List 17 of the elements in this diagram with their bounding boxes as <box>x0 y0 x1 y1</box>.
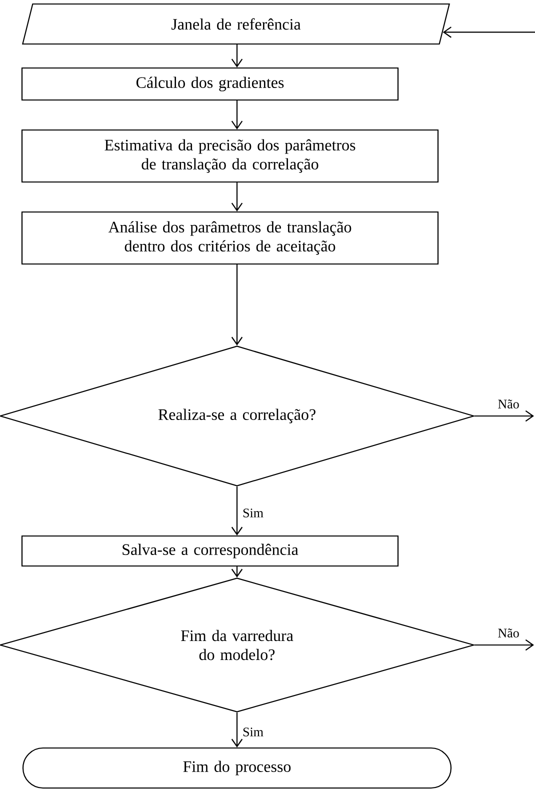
arrow <box>231 264 243 346</box>
arrow <box>231 100 243 130</box>
arrow <box>474 639 534 651</box>
edge-label: Não <box>498 628 519 638</box>
edge-label: Sim <box>243 508 264 518</box>
edge-label: Não <box>498 400 519 408</box>
process-box: Salva-se a correspondência <box>21 535 399 567</box>
arrow <box>231 712 243 748</box>
process-box: Análise dos parâmetros de translação dentro dos critérios de aceitação <box>21 211 439 265</box>
process-box: Estimativa da precisão dos parâmetros de translação da correlação <box>21 129 439 183</box>
edge-label: Sim <box>243 728 264 736</box>
arrow <box>474 410 534 422</box>
arrow <box>231 182 243 212</box>
arrow <box>231 44 243 68</box>
arrow <box>231 486 243 536</box>
arrow <box>442 26 535 38</box>
process-box: Cálculo dos gradientes <box>21 67 399 101</box>
